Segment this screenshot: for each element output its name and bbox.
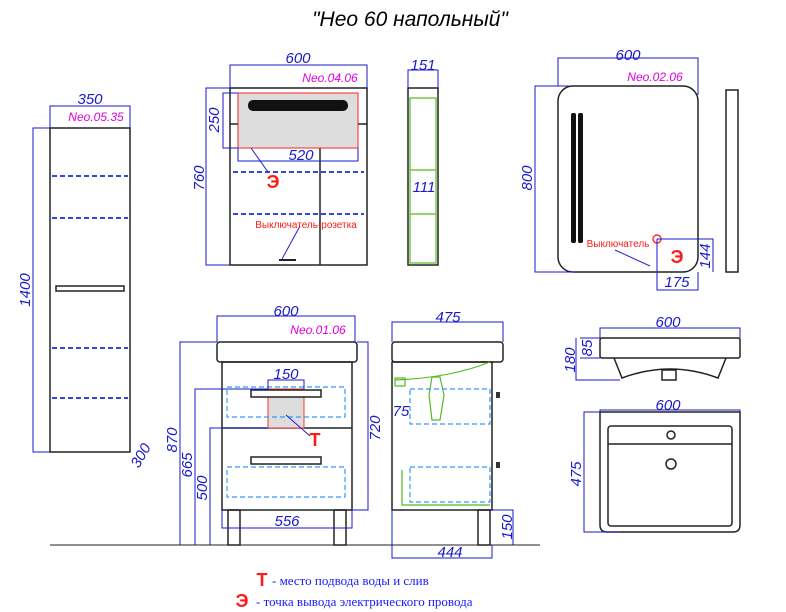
sink-top: 600 475: [568, 397, 741, 533]
dim-body-depth: 444: [437, 544, 462, 561]
model-label: Neo.04.06: [302, 71, 358, 85]
dim-width: 600: [615, 47, 641, 64]
dim-height: 760: [191, 165, 208, 191]
legend-text: - точка вывода электрического провода: [256, 594, 473, 609]
electric-mark: Э: [671, 247, 684, 267]
dim-offset-x: 175: [664, 274, 690, 291]
dim-leg-height: 150: [499, 514, 516, 540]
legend-mark: Э: [236, 591, 249, 611]
dim-inner-width: 556: [274, 513, 300, 530]
legend: Т - место подвода воды и слив Э - точка …: [236, 570, 473, 611]
legend-text: - место подвода воды и слив: [272, 573, 429, 588]
dim-85: 85: [579, 339, 596, 356]
handle: [55, 285, 125, 292]
vanity-front: 600 Neo.01.06 150 870 665 500 720 556 Т: [164, 303, 384, 546]
dim-top-height: 250: [206, 107, 223, 134]
legend-item-water: Т - место подвода воды и слив: [257, 570, 429, 590]
dim-width: 350: [77, 91, 103, 108]
dim-720: 720: [367, 415, 384, 441]
dim-width: 600: [655, 314, 681, 331]
page-title: "Нео 60 напольный": [312, 8, 509, 31]
dim-depth: 475: [568, 461, 585, 487]
sink-front: 600 85 180: [562, 314, 741, 381]
legend-mark: Т: [257, 570, 268, 590]
tall-cabinet: 350 Neo.05.35 1400 300: [17, 91, 155, 471]
mirror-cabinet-front: 600 Neo.04.06 250 760 520 Э Выключатель-…: [191, 50, 368, 266]
dim-665: 665: [179, 452, 196, 478]
switch-label: Выключатель-розетка: [255, 220, 357, 231]
model-label: Neo.02.06: [627, 70, 683, 84]
mirror-side: [725, 89, 739, 273]
model-label: Neo.05.35: [68, 110, 124, 124]
mirror: 600 Neo.02.06 800 Выключатель Э 144 175: [519, 47, 739, 291]
dim-depth: 151: [410, 57, 435, 74]
legend-item-electric: Э - точка вывода электрического провода: [236, 591, 473, 611]
mirror-cabinet-side: 151 111: [407, 57, 439, 266]
dim-height: 1400: [17, 273, 34, 307]
dim-pipe-width: 150: [273, 366, 299, 383]
dim-75: 75: [393, 403, 410, 420]
dim-180: 180: [562, 347, 579, 373]
dim-height: 800: [519, 165, 536, 191]
water-mark: Т: [310, 430, 321, 450]
electric-mark: Э: [267, 172, 280, 192]
dim-inner-width: 520: [288, 147, 314, 164]
dim-depth: 300: [127, 440, 155, 471]
vanity-side: 475 75 150 444: [391, 309, 516, 561]
dim-width: 600: [273, 303, 299, 320]
dim-offset-y: 144: [697, 243, 714, 268]
dim-shelf: 111: [413, 179, 436, 196]
dim-870: 870: [164, 427, 181, 453]
model-label: Neo.01.06: [290, 323, 346, 337]
dim-500: 500: [194, 475, 211, 501]
dim-width: 600: [285, 50, 311, 67]
dim-width: 600: [655, 397, 681, 414]
switch-label: Выключатель: [587, 239, 650, 250]
dim-depth: 475: [435, 309, 461, 326]
